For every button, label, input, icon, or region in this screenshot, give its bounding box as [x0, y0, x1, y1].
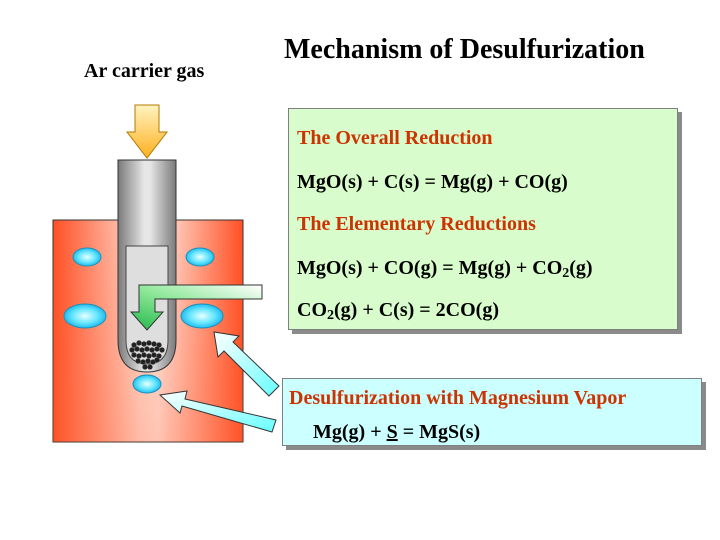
eq2-sub: 2	[327, 308, 334, 323]
eq2-pre: CO	[297, 299, 327, 321]
co-flow-arrow	[129, 284, 263, 331]
gas-inlet-arrow	[125, 104, 169, 159]
mg-vapor-arrow-upper	[213, 331, 280, 397]
eq1-sub: 2	[562, 266, 570, 281]
bubble	[185, 247, 215, 267]
reduction-box: The Overall Reduction MgO(s) + C(s) = Mg…	[288, 108, 678, 330]
reactant-particles	[129, 340, 165, 370]
overall-equation: MgO(s) + C(s) = Mg(g) + CO(g)	[297, 171, 568, 193]
eq1-right: (g)	[569, 257, 593, 279]
elementary-equation-1: MgO(s) + CO(g) = Mg(g) + CO2(g)	[297, 257, 593, 281]
mg-vapor-arrow-lower	[158, 390, 277, 433]
bubble	[63, 303, 107, 329]
dissolved-sulfur: S	[386, 421, 398, 443]
desulf-eq-pre: Mg(g) +	[313, 421, 387, 443]
bubble	[180, 303, 224, 329]
eq1-left: MgO(s) + CO(g) = Mg(g) + CO	[297, 257, 563, 279]
overall-heading: The Overall Reduction	[297, 127, 493, 149]
desulfurization-box: Desulfurization with Magnesium Vapor Mg(…	[282, 378, 702, 446]
page-title: Mechanism of Desulfurization	[284, 34, 645, 65]
bubble	[132, 374, 162, 394]
desulfurization-equation: Mg(g) + S = MgS(s)	[313, 421, 480, 444]
elementary-equation-2: CO2(g) + C(s) = 2CO(g)	[297, 299, 499, 323]
bubble	[72, 247, 102, 267]
eq2-rest: (g) + C(s) = 2CO(g)	[334, 299, 499, 321]
gas-label: Ar carrier gas	[84, 60, 205, 82]
desulfurization-heading: Desulfurization with Magnesium Vapor	[289, 387, 627, 409]
desulf-eq-post: = MgS(s)	[397, 421, 481, 443]
elementary-heading: The Elementary Reductions	[297, 213, 536, 235]
